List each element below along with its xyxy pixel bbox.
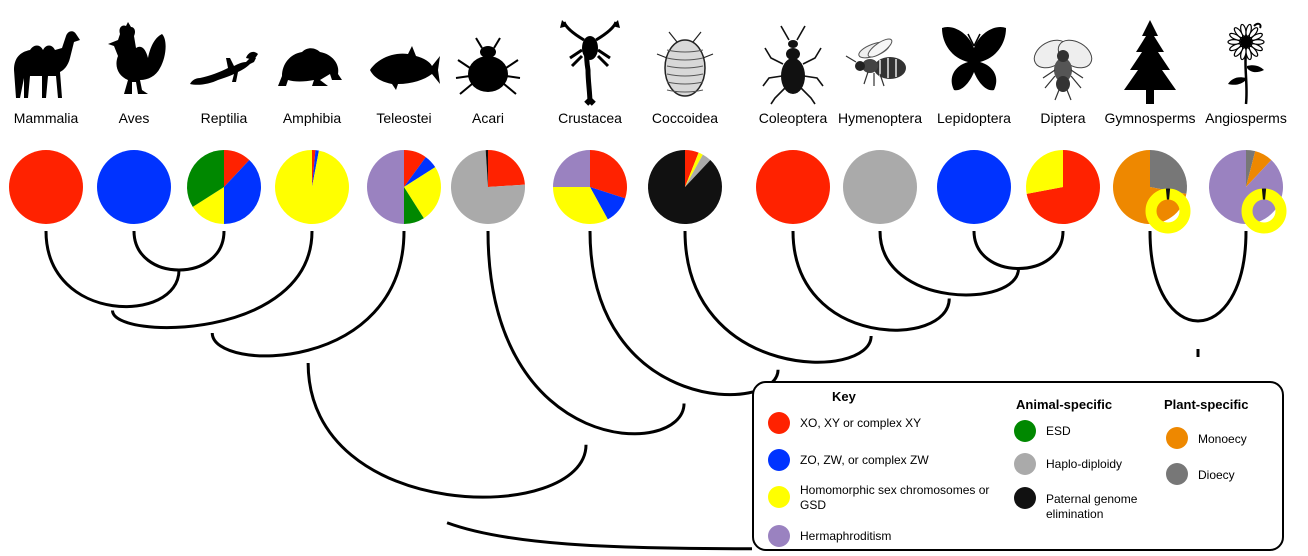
camel-silhouette-icon [10,18,82,106]
legend-label-esd: ESD [1046,424,1071,439]
clade-lepidoptera-diptera [974,231,1063,269]
legend-key-title: Key [832,389,856,404]
pie-hymenoptera [843,150,917,224]
legend-swatch-monoecy [1166,427,1188,449]
pie-slice [756,150,830,224]
taxon-label-gymnosperms: Gymnosperms [1095,110,1205,126]
scale-insect-drawing-icon [649,18,721,106]
legend-animal-title: Animal-specific [1016,397,1112,412]
clade-amniota [46,231,179,307]
pie-amphibia [275,150,349,224]
legend-box: Key Animal-specific Plant-specific XO, X… [752,381,1284,551]
rooster-silhouette-icon [98,18,170,106]
conifer-silhouette-icon [1114,18,1186,106]
pie-slice [843,150,917,224]
scorpion-silhouette-icon [554,18,626,106]
legend-swatch-hermaphroditism [768,525,790,547]
legend-swatch-zw [768,449,790,471]
legend-label-haplo-diploidy: Haplo-diploidy [1046,457,1122,472]
legend-label-zw: ZO, ZW, or complex ZW [800,453,1000,468]
butterfly-silhouette-icon [938,18,1010,106]
pie-slice [9,150,83,224]
clade-coleoptera [793,231,949,330]
pie-reptilia [187,150,261,224]
pie-acari [451,150,525,224]
pie-mammalia [9,150,83,224]
pie-slice [1026,150,1063,194]
pie-slice [648,150,722,224]
legend-label-hermaphroditism: Hermaphroditism [800,529,1000,544]
flower-silhouette-icon [1210,18,1282,106]
taxon-label-coccoidea: Coccoidea [630,110,740,126]
root-branch [447,523,752,549]
legend-swatch-haplo-diploidy [1014,453,1036,475]
pie-slice [367,150,404,224]
legend-plant-title: Plant-specific [1164,397,1249,412]
clade-hymenoptera [880,231,1019,295]
pie-angiosperms [1209,150,1283,228]
pie-coccoidea [648,150,722,224]
pie-slice [97,150,171,224]
pie-slice [937,150,1011,224]
clade-aves-reptilia [134,231,224,270]
tick-silhouette-icon [452,18,524,106]
pie-lepidoptera [937,150,1011,224]
clade-animalia [308,363,586,497]
legend-swatch-paternal-genome-elimination [1014,487,1036,509]
frog-silhouette-icon [276,18,348,106]
clade-vertebrata [212,231,404,356]
fish-silhouette-icon [368,18,440,106]
pie-slice [1150,150,1187,194]
legend-label-xy: XO, XY or complex XY [800,416,1000,431]
legend-label-homomorphic: Homomorphic sex chromosomes or GSD [800,483,996,513]
beetle-drawing-icon [757,18,829,106]
taxon-label-acari: Acari [433,110,543,126]
taxon-label-crustacea: Crustacea [535,110,645,126]
pie-gymnosperms [1113,150,1187,228]
legend-swatch-homomorphic [768,486,790,508]
clade-coccoidea [685,231,871,362]
clade-tetrapoda [113,231,313,328]
legend-label-dioecy: Dioecy [1198,468,1235,483]
legend-label-paternal-genome-elimination: Paternal genome elimination [1046,492,1156,522]
clade-pancrustacea [590,231,778,395]
legend-label-monoecy: Monoecy [1198,432,1247,447]
pie-teleostei [367,150,441,224]
pie-slice [488,150,525,187]
clade-spermatophyta [1150,231,1246,321]
taxon-label-angiosperms: Angiosperms [1191,110,1301,126]
pie-aves [97,150,171,224]
pie-crustacea [553,150,627,224]
legend-swatch-esd [1014,420,1036,442]
pie-slice [553,150,590,187]
legend-swatch-dioecy [1166,463,1188,485]
legend-swatch-xy [768,412,790,434]
pie-diptera [1026,150,1100,224]
lizard-silhouette-icon [188,18,260,106]
clade-arthropoda [488,231,684,434]
bee-drawing-icon [844,18,916,106]
fly-drawing-icon [1027,18,1099,106]
pie-coleoptera [756,150,830,224]
